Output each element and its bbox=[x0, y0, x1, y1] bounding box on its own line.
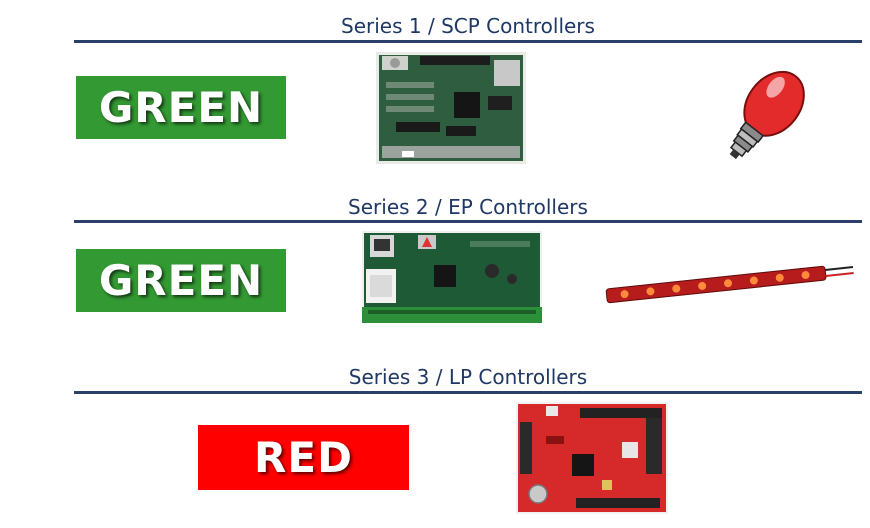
section-2-controller-board-image bbox=[362, 231, 542, 323]
red-light-bulb-icon bbox=[716, 62, 810, 174]
section-1-controller-board-image bbox=[376, 52, 526, 164]
section-3-controller-board-image bbox=[516, 402, 668, 514]
section-1-status-badge: GREEN bbox=[76, 76, 286, 139]
section-1-divider bbox=[74, 40, 862, 43]
section-3-title: Series 3 / LP Controllers bbox=[348, 365, 588, 389]
section-2-status-badge: GREEN bbox=[76, 249, 286, 312]
section-2-title: Series 2 / EP Controllers bbox=[348, 195, 588, 219]
section-2-divider bbox=[74, 220, 862, 223]
section-3-status-badge: RED bbox=[198, 425, 409, 490]
red-led-strip-icon bbox=[604, 262, 856, 304]
section-1-title: Series 1 / SCP Controllers bbox=[341, 14, 595, 38]
section-3-divider bbox=[74, 391, 862, 394]
